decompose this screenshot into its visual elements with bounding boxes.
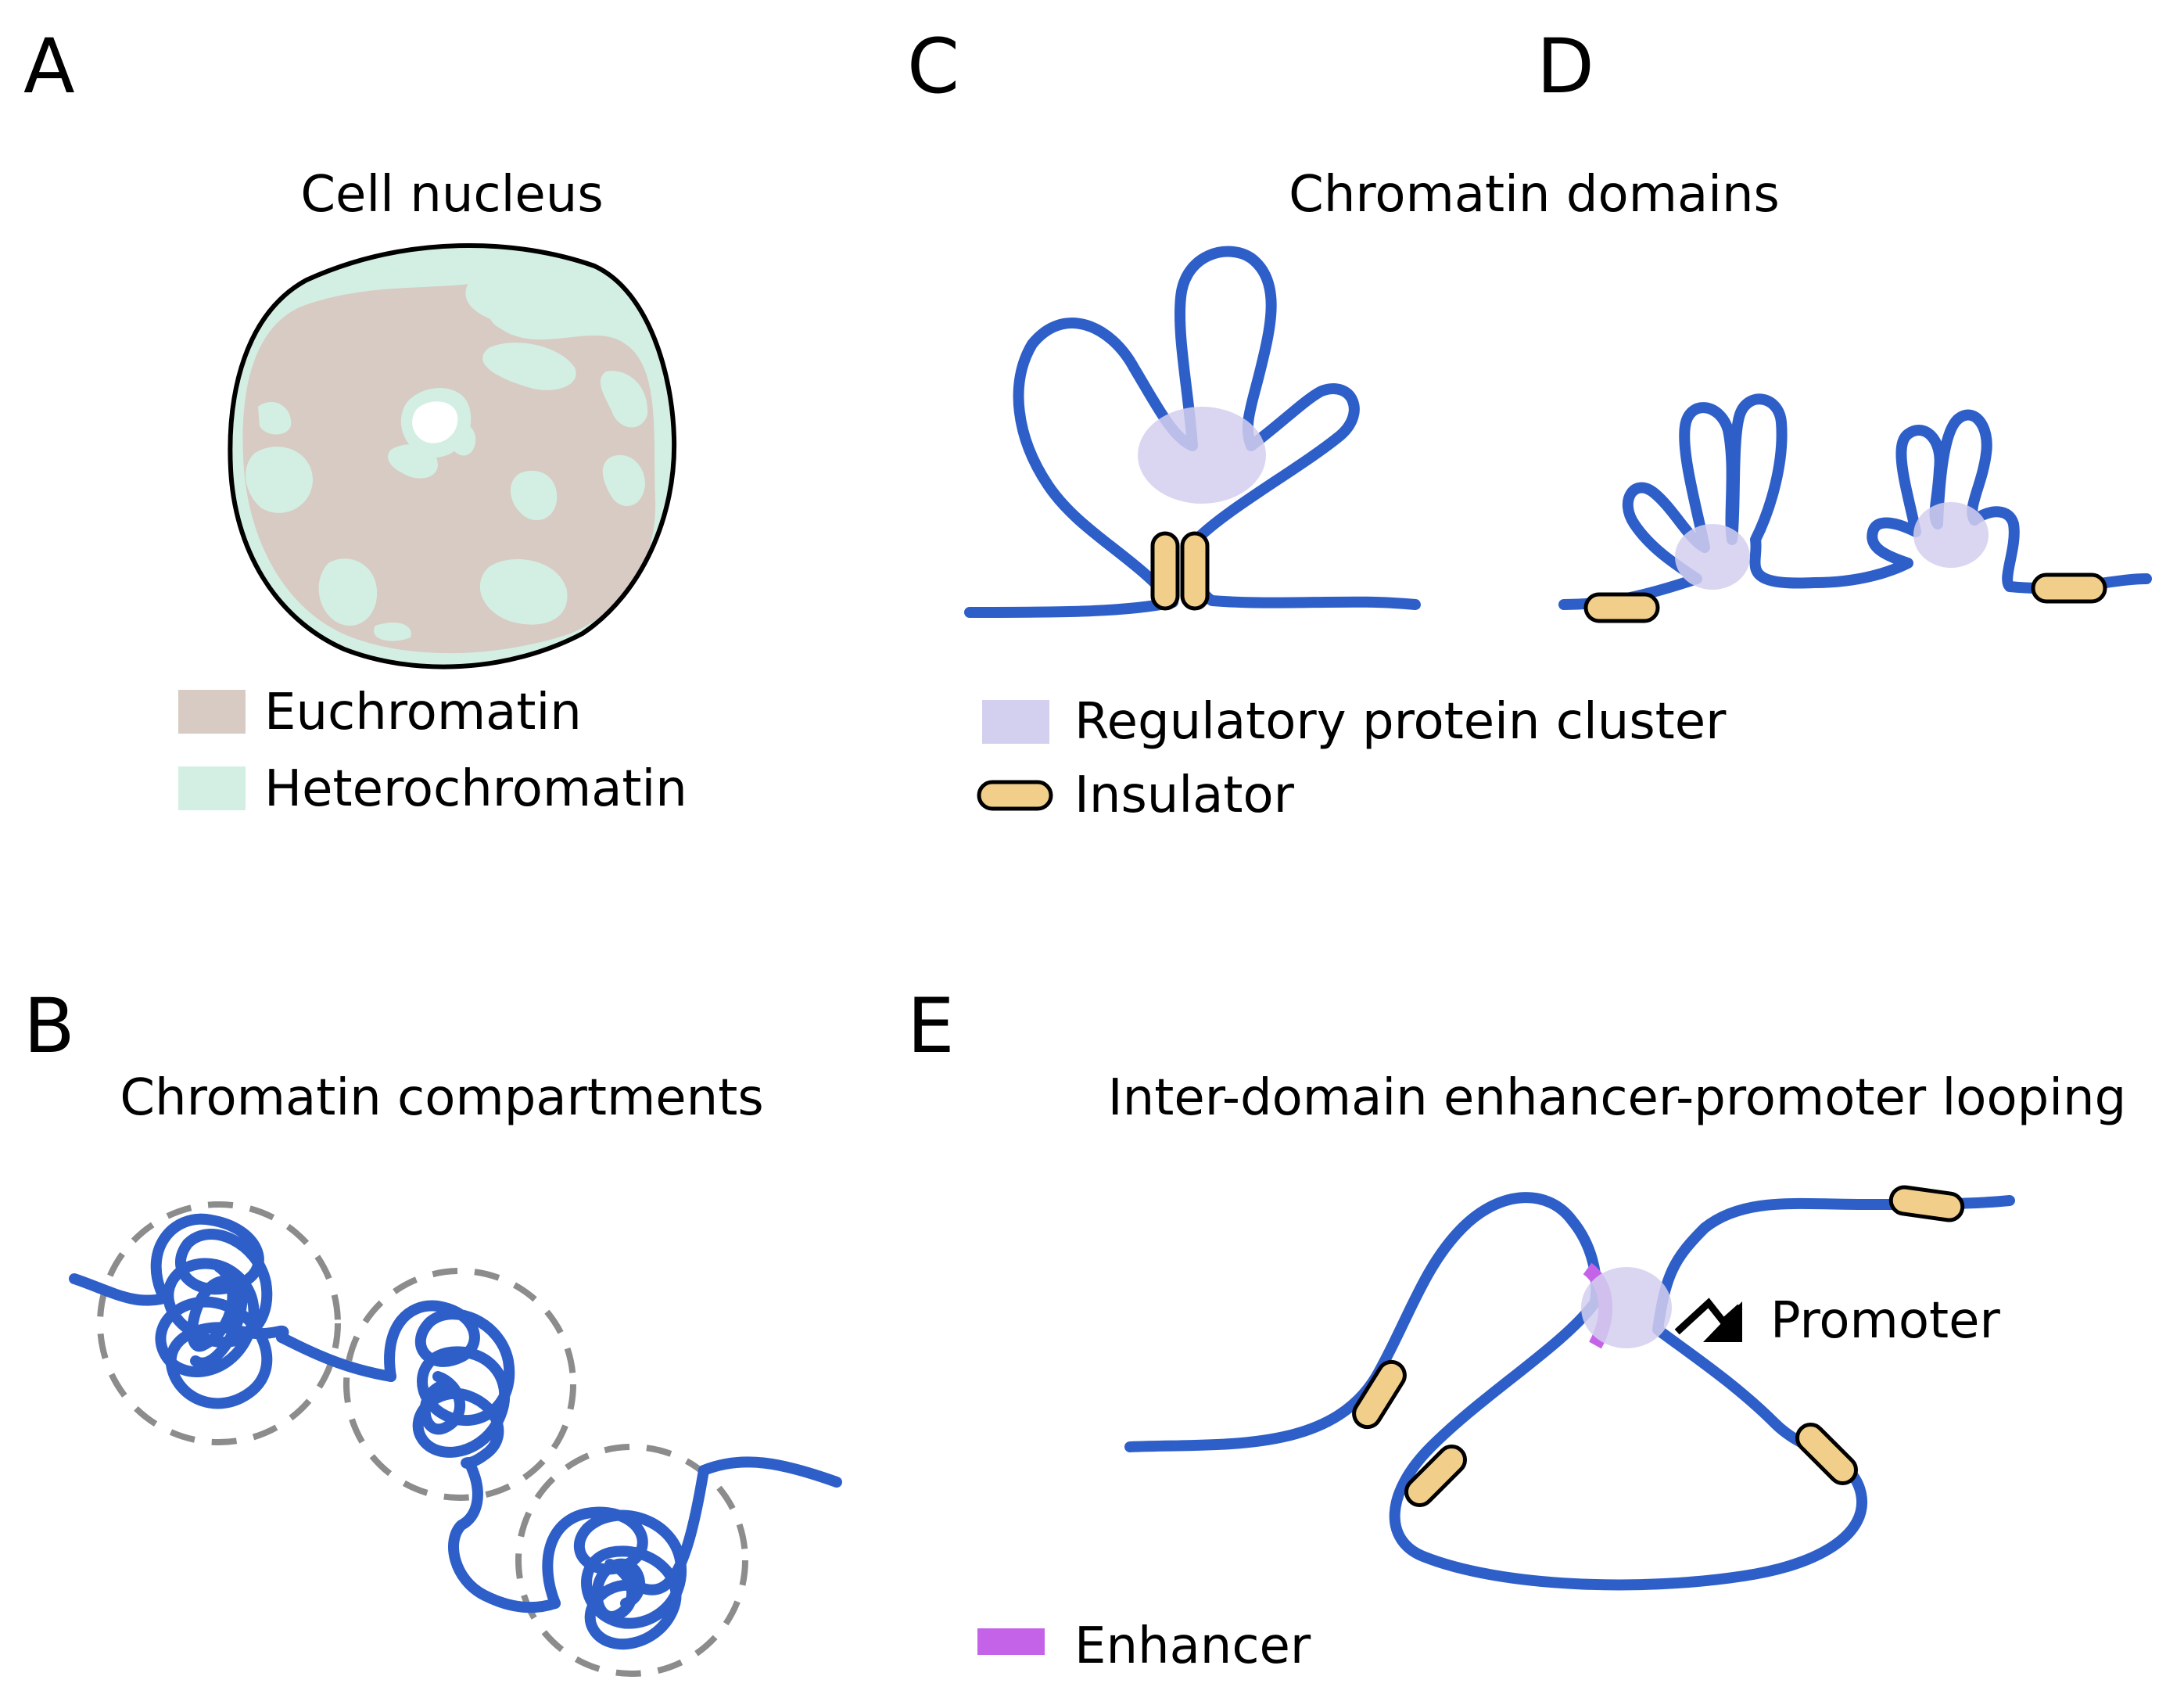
compartment-circle-1 — [97, 1201, 341, 1445]
insulator-d-right — [2031, 573, 2107, 604]
panel-b: B Chromatin compartments — [23, 982, 842, 1677]
insulator-swatch — [977, 780, 1053, 811]
legend-euchromatin-label: Euchromatin — [264, 684, 582, 741]
panel-a: A Cell nucleus — [23, 23, 687, 818]
promoter-label: Promoter — [1770, 1292, 2001, 1350]
euchromatin-swatch — [178, 690, 246, 734]
panel-e-legend: Enhancer — [977, 1617, 1311, 1675]
chromatin-cluster-3 — [542, 1465, 709, 1650]
chromatin-cluster-1 — [150, 1213, 289, 1409]
regulatory-cluster-swatch — [982, 700, 1049, 744]
panel-a-legend: Euchromatin Heterochromatin — [178, 684, 687, 818]
nucleus-membrane — [228, 242, 677, 669]
regulatory-cluster-d2 — [1913, 502, 1989, 568]
insulator-e-4 — [1888, 1185, 1965, 1222]
chromatin-fiber-compartments — [69, 1213, 842, 1650]
panel-letter-d: D — [1537, 23, 1594, 110]
panel-letter-c: C — [907, 23, 959, 110]
dna-fiber-c — [964, 246, 1421, 618]
enhancer-promoter-loop: Promoter — [1124, 1185, 2015, 1591]
panel-e: E Inter-domain enhancer-promoter looping… — [907, 982, 2126, 1675]
legend-regulatory-cluster-label: Regulatory protein cluster — [1074, 693, 1727, 751]
insulator-c-right — [1180, 531, 1210, 611]
nucleolus — [400, 388, 472, 458]
insulator-pair-c — [1150, 531, 1210, 611]
panel-e-title: Inter-domain enhancer-promoter looping — [1108, 1069, 2126, 1127]
chromatin-fiber-backbone — [69, 1273, 842, 1613]
regulatory-cluster-e — [1581, 1267, 1672, 1348]
compartment-circle-2 — [343, 1268, 576, 1501]
panel-letter-a: A — [23, 23, 75, 110]
dna-fiber-e — [1124, 1192, 2015, 1591]
compartment-boundaries — [97, 1201, 748, 1677]
panel-a-title: Cell nucleus — [300, 166, 603, 224]
panel-b-title: Chromatin compartments — [120, 1069, 763, 1127]
panel-letter-e: E — [907, 982, 955, 1070]
cell-nucleus-diagram — [228, 242, 677, 669]
insulator-e-1 — [1352, 1359, 1407, 1430]
chromatin-domains-d — [1558, 393, 2152, 623]
legend-insulator-label: Insulator — [1074, 766, 1295, 824]
enhancer-swatch — [977, 1628, 1045, 1655]
insulator-e-2 — [1404, 1444, 1468, 1508]
panel-letter-b: B — [23, 982, 75, 1070]
insulator-d-left — [1583, 592, 1660, 623]
chromatin-domain-c — [964, 246, 1421, 618]
compartment-circle-3 — [515, 1444, 748, 1677]
panel-cd-legend: Regulatory protein cluster Insulator — [977, 693, 1727, 824]
panel-cd: C D Chromatin domains Regulatory protein… — [907, 23, 2152, 824]
promoter-arrow-icon — [1674, 1298, 1743, 1342]
chromatin-cluster-2 — [384, 1300, 515, 1469]
insulator-c-left — [1150, 531, 1180, 611]
panel-cd-title: Chromatin domains — [1289, 166, 1780, 224]
heterochromatin-swatch — [178, 766, 246, 810]
legend-enhancer-label: Enhancer — [1074, 1617, 1311, 1675]
regulatory-cluster-d1 — [1675, 524, 1750, 590]
legend-heterochromatin-label: Heterochromatin — [264, 760, 687, 818]
insulator-e-3 — [1795, 1422, 1859, 1486]
regulatory-cluster-c — [1138, 407, 1266, 504]
